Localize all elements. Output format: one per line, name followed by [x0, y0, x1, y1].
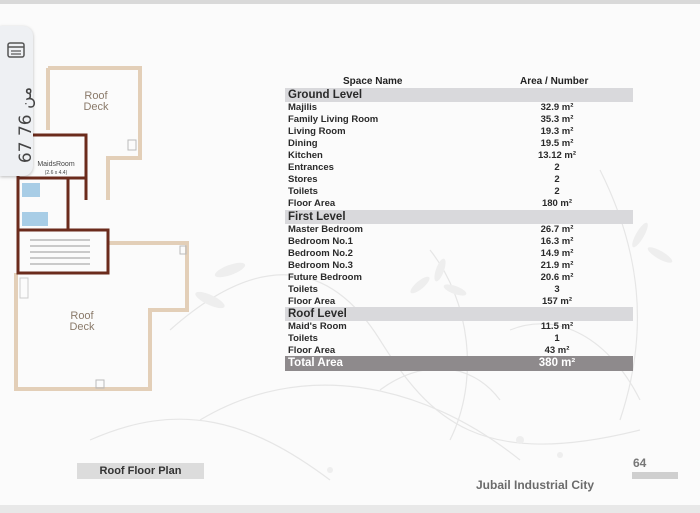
section-first-level: First Level [285, 210, 633, 224]
maids-room-dims: (2.6 x 4.4) [45, 170, 68, 176]
page-indicator: 67 من 76 [16, 70, 36, 180]
roof-deck-bottom-label-1: Roof [70, 310, 94, 322]
header-space-name: Space Name [343, 76, 403, 87]
section-roof-level: Roof Level [285, 307, 633, 321]
page-number-bar [632, 472, 678, 479]
bottom-border [0, 505, 700, 513]
roof-deck-top-label-1: Roof [84, 90, 108, 102]
maids-room-label: MaidsRoom [37, 161, 75, 168]
footer-city: Jubail Industrial City [476, 478, 595, 492]
header-area-number: Area / Number [520, 76, 589, 87]
page-indicator-panel[interactable]: 67 من 76 [0, 26, 36, 176]
page-indicator-text: 67 من 76 [16, 86, 36, 164]
roof-deck-bottom-label-2: Deck [69, 321, 95, 333]
top-border [0, 0, 700, 4]
app-menu-icon[interactable] [7, 42, 25, 58]
page-number: 64 [633, 456, 647, 470]
roof-deck-top-label-2: Deck [83, 101, 109, 113]
plan-caption: Roof Floor Plan [77, 463, 204, 479]
roof-floor-plan: Roof Deck Roof Deck MaidsRoom (2.6 x 4.4… [14, 66, 189, 391]
section-ground-level: Ground Level [285, 88, 633, 102]
